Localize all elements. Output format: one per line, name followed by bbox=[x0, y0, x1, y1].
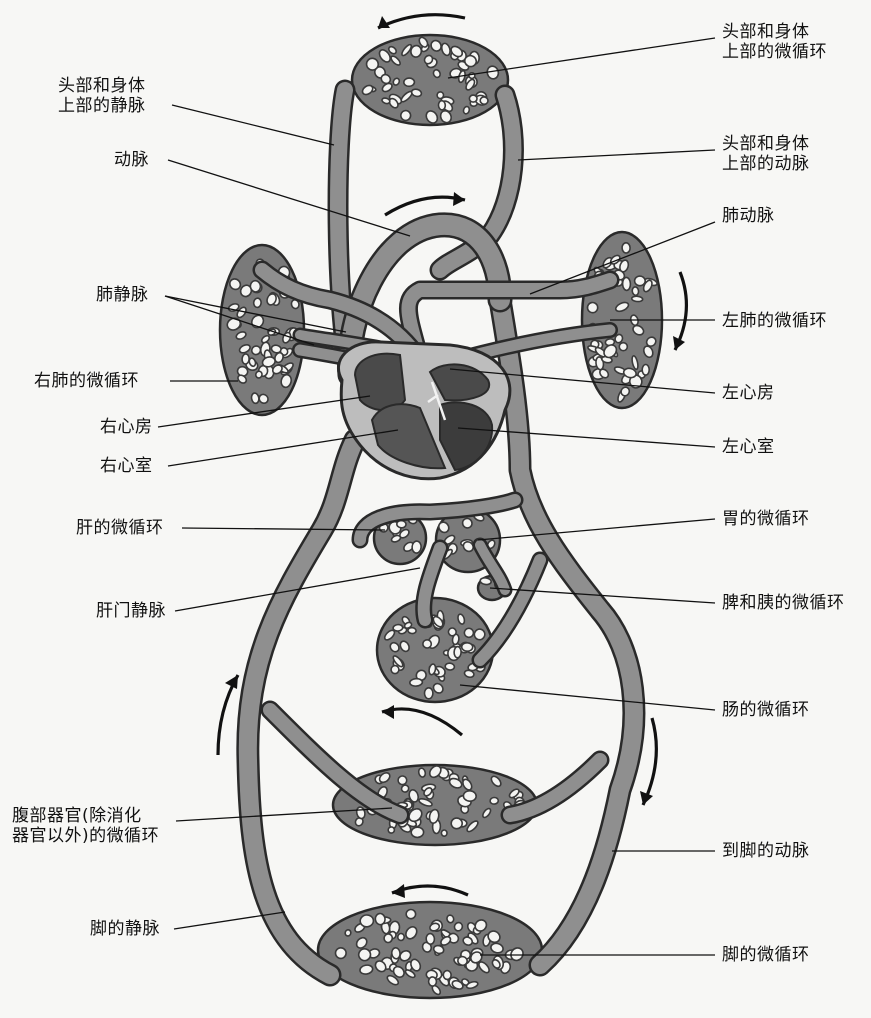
leader-artery bbox=[168, 160, 410, 236]
label-spleen-pancreas-micro: 脾和胰的微循环 bbox=[722, 593, 845, 613]
label-head-micro: 头部和身体 上部的微循环 bbox=[722, 22, 827, 62]
label-right-atrium: 右心房 bbox=[100, 417, 153, 437]
label-leg-artery: 到脚的动脉 bbox=[722, 841, 810, 861]
label-leg-micro: 脚的微循环 bbox=[722, 945, 810, 965]
arrow-leg-artery-icon bbox=[643, 718, 656, 805]
label-left-lung-micro: 左肺的微循环 bbox=[722, 311, 827, 331]
label-artery: 动脉 bbox=[114, 150, 149, 170]
heart bbox=[338, 342, 509, 479]
label-pulmonary-artery: 肺动脉 bbox=[722, 206, 775, 226]
leader-head-vein bbox=[172, 105, 334, 145]
leader-intestine bbox=[460, 685, 715, 710]
label-leg-vein: 脚的静脉 bbox=[90, 919, 160, 939]
arrow-aorta-icon bbox=[385, 197, 465, 215]
leg-capillary-bed bbox=[318, 902, 542, 998]
leader-head-artery bbox=[518, 150, 715, 160]
right-atrium-shape bbox=[355, 354, 405, 410]
label-left-atrium: 左心房 bbox=[722, 383, 775, 403]
label-head-artery: 头部和身体 上部的动脉 bbox=[722, 134, 810, 174]
label-right-ventricle: 右心室 bbox=[100, 456, 153, 476]
arrow-top-icon bbox=[378, 15, 465, 28]
label-stomach-micro: 胃的微循环 bbox=[722, 509, 810, 529]
label-abdominal-micro: 腹部器官(除消化 器官以外)的微循环 bbox=[12, 806, 159, 846]
label-liver-micro: 肝的微循环 bbox=[76, 518, 164, 538]
head-capillary-bed bbox=[352, 35, 508, 125]
label-pulmonary-vein: 肺静脉 bbox=[96, 285, 149, 305]
label-intestine-micro: 肠的微循环 bbox=[722, 700, 810, 720]
label-left-ventricle: 左心室 bbox=[722, 437, 775, 457]
label-right-lung-micro: 右肺的微循环 bbox=[34, 371, 139, 391]
label-head-vein: 头部和身体 上部的静脉 bbox=[58, 76, 146, 116]
label-portal-vein: 肝门静脉 bbox=[96, 601, 166, 621]
leader-stomach bbox=[478, 519, 715, 540]
